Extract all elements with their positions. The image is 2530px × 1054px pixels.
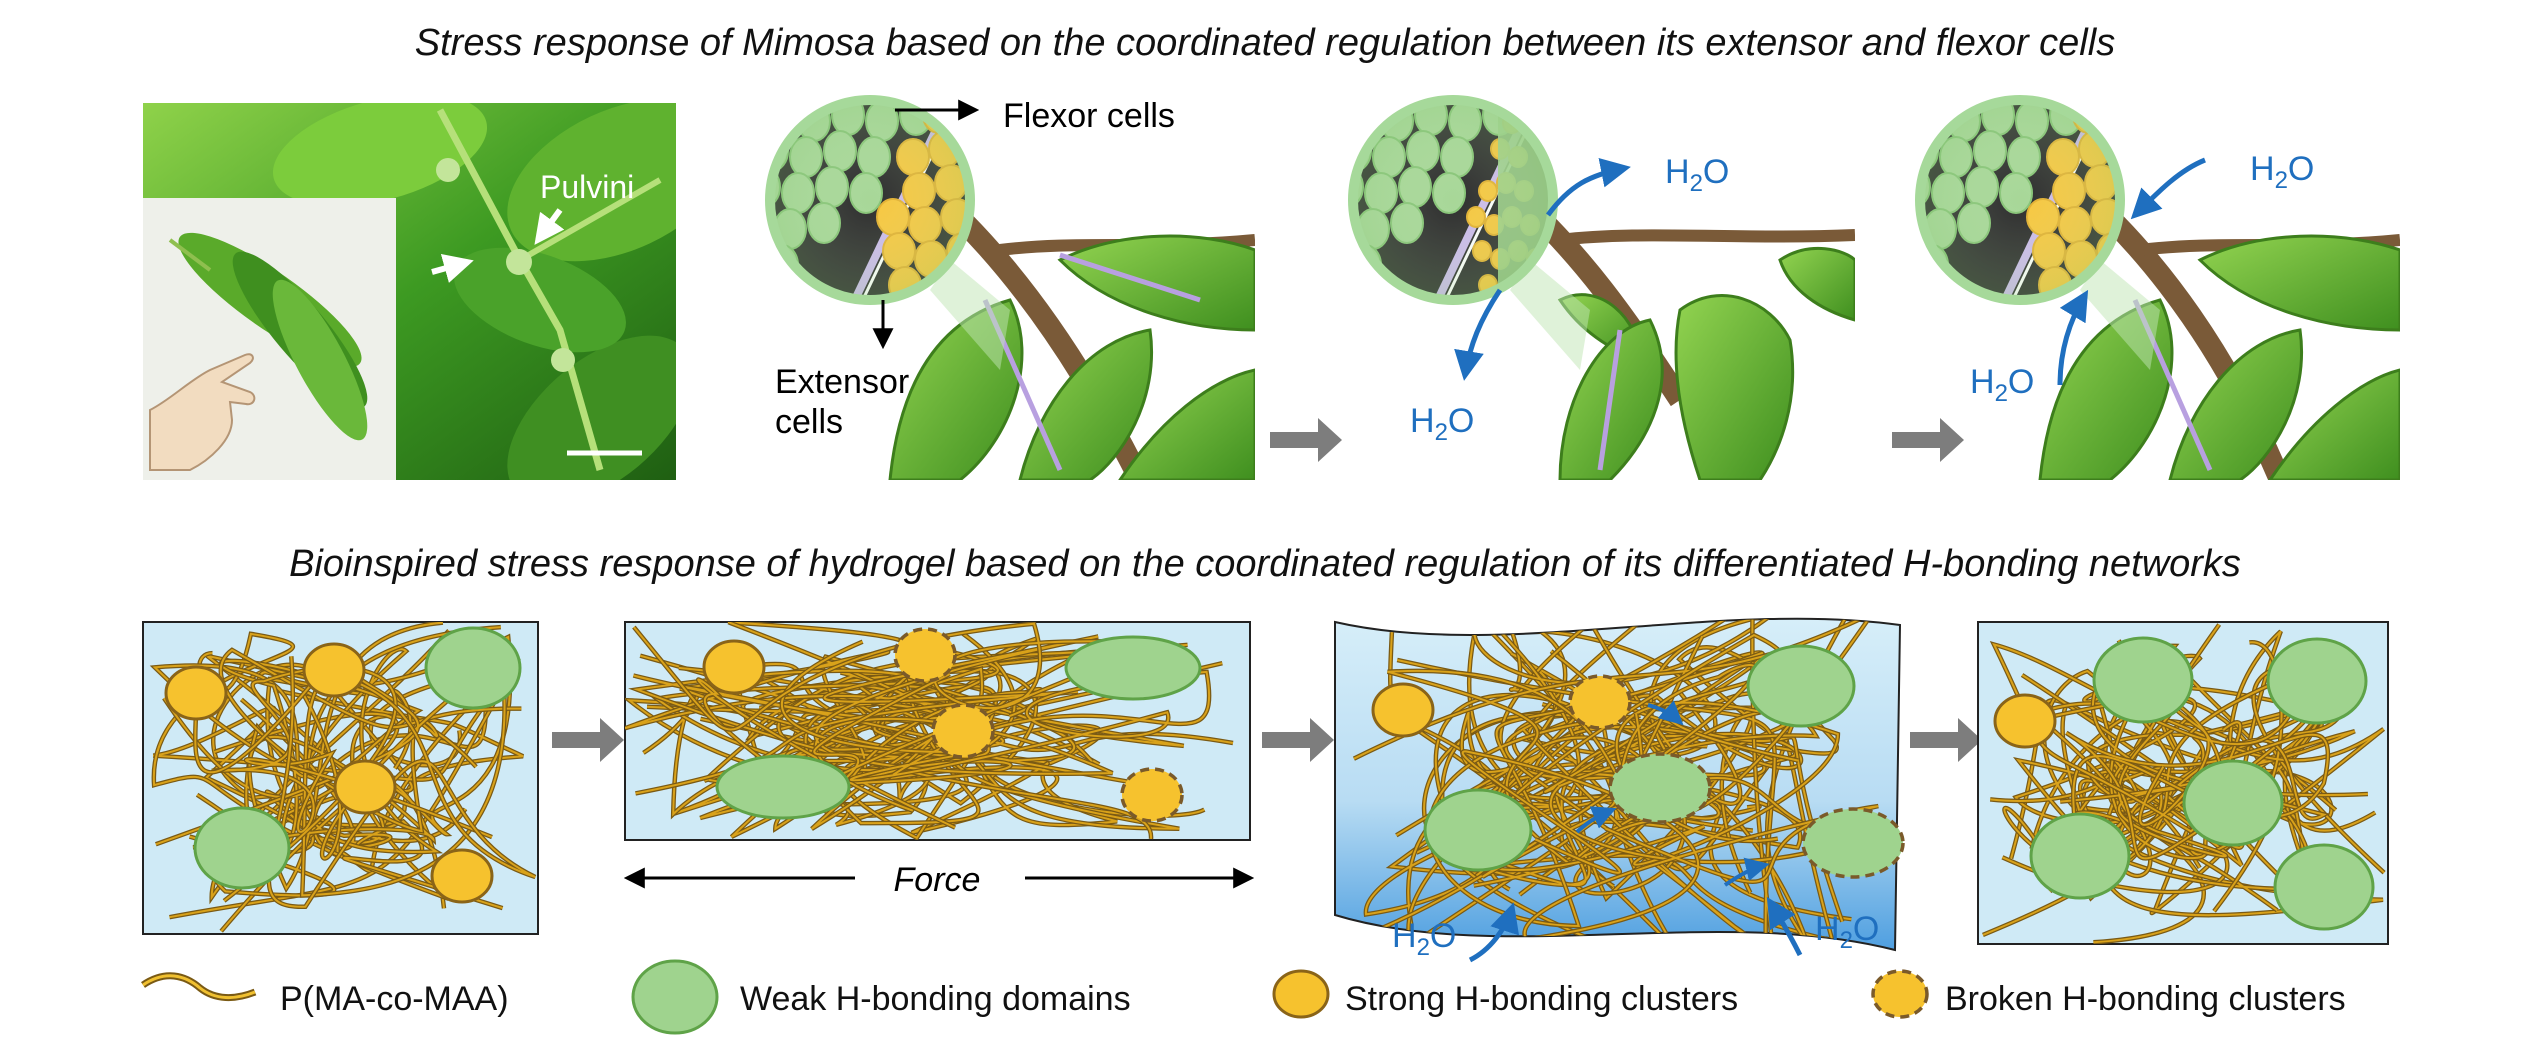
legend-chain-label: P(MA-co-MAA) <box>280 980 509 1018</box>
step-arrow-bottom-2-icon <box>1262 718 1334 762</box>
water-out-arrow-bottom-icon <box>1454 288 1503 381</box>
force-indicator: Force <box>623 861 1255 899</box>
strong-hbond-cluster <box>702 639 766 695</box>
flexor-cell <box>1882 239 1914 279</box>
mimosa-photo: Pulvini <box>143 103 676 480</box>
water-label-lens2-top: H2O <box>1665 153 1729 197</box>
step-arrow-top-1-icon <box>1270 418 1342 462</box>
water-in-arrow-gel-right-icon <box>1766 896 1803 957</box>
force-label: Force <box>894 861 981 899</box>
magnified-cells-lens-2 <box>1315 95 1558 305</box>
weak-hbond-domain <box>2266 637 2368 725</box>
legend-item-weak: Weak H-bonding domains <box>631 959 1131 1035</box>
strong-hbond-cluster <box>1371 682 1435 738</box>
weak-hbond-domain <box>1746 644 1856 728</box>
magnified-cells-lens-1 <box>732 95 975 305</box>
water-in-arrow-gel-left-icon <box>1468 902 1520 963</box>
flexor-cell <box>1920 100 1947 136</box>
strong-hbond-cluster <box>333 759 397 815</box>
pulvini-arrow-left-icon <box>431 253 474 283</box>
flexor-cell <box>1353 100 1380 136</box>
weak-hbond-domain <box>1064 635 1202 701</box>
broken-hbond-cluster <box>1568 674 1632 730</box>
weak-hbond-domain <box>2092 636 2194 724</box>
broken-hbond-domain <box>1608 752 1712 824</box>
weak-hbond-domain <box>2029 812 2131 900</box>
water-in-arrow-top-icon <box>2130 157 2206 220</box>
weak-hbond-domain <box>2273 843 2375 931</box>
weak-domain-icon <box>631 959 719 1035</box>
strong-hbond-cluster <box>164 665 228 721</box>
flexor-cell <box>770 100 797 136</box>
hydrogel-panel-1 <box>142 621 539 935</box>
magnified-cells-lens-3 <box>1882 95 2125 305</box>
water-label-gel-left: H2O <box>1392 917 1456 961</box>
flexor-cell <box>732 239 764 279</box>
pulvini-arrow-top-icon <box>534 208 565 245</box>
water-label-lens3-top: H2O <box>2250 150 2314 194</box>
flexor-cell <box>1315 239 1347 279</box>
bottom-panel-title: Bioinspired stress response of hydrogel … <box>289 543 2241 585</box>
step-arrow-bottom-1-icon <box>552 718 624 762</box>
broken-hbond-cluster <box>931 703 995 759</box>
legend-broken-label: Broken H-bonding clusters <box>1945 980 2346 1018</box>
pulvini-label: Pulvini <box>540 169 634 205</box>
legend-item-chain: P(MA-co-MAA) <box>141 972 509 1018</box>
weak-hbond-domain <box>424 626 522 710</box>
legend-weak-label: Weak H-bonding domains <box>740 980 1131 1018</box>
extensor-cell <box>2104 104 2120 142</box>
legend: P(MA-co-MAA) Weak H-bonding domains Stro… <box>141 959 2346 1035</box>
water-arrow-gel-2-icon <box>1575 806 1617 834</box>
water-label-gel-right: H2O <box>1815 910 1879 954</box>
strong-hbond-cluster <box>430 848 494 904</box>
water-arrow-gel-1-icon <box>1647 700 1684 726</box>
hydrogel-panel-3-swelling <box>1334 617 1905 952</box>
broken-hbond-cluster <box>1120 767 1184 823</box>
mimosa-illustration-1 <box>888 181 1255 480</box>
step-arrow-bottom-3-icon <box>1910 718 1982 762</box>
mimosa-illustration-2 <box>1502 181 1855 480</box>
weak-hbond-domain <box>715 754 851 820</box>
strong-hbond-cluster <box>302 642 366 698</box>
flexor-cells-label: Flexor cells <box>1003 97 1175 135</box>
hydrogel-panel-4-recovered <box>1977 621 2389 945</box>
water-label-lens2-bottom: H2O <box>1410 402 1474 446</box>
step-arrow-top-2-icon <box>1892 418 1964 462</box>
water-in-arrow-bottom-icon <box>2057 289 2089 386</box>
legend-item-strong: Strong H-bonding clusters <box>1272 969 1738 1019</box>
extensor-cells-label-line1: Extensor <box>775 363 909 401</box>
weak-hbond-domain <box>193 806 291 890</box>
legend-item-broken: Broken H-bonding clusters <box>1871 969 2346 1019</box>
strong-cluster-icon <box>1272 969 1330 1019</box>
weak-hbond-domain <box>2182 759 2284 847</box>
polymer-chain-icon <box>142 974 256 999</box>
weak-hbond-domain <box>1423 788 1533 872</box>
water-arrow-gel-3-icon <box>1723 857 1770 887</box>
legend-strong-label: Strong H-bonding clusters <box>1345 980 1738 1018</box>
hydrogel-panel-2-stretched <box>624 621 1251 841</box>
broken-hbond-domain <box>1801 807 1905 879</box>
extensor-cells-label-line2: cells <box>775 403 843 441</box>
broken-cluster-icon <box>1871 969 1929 1019</box>
water-label-lens3-bottom: H2O <box>1970 363 2034 407</box>
finger-hand-icon <box>149 353 256 471</box>
strong-hbond-cluster <box>1993 693 2057 749</box>
broken-hbond-cluster <box>893 627 957 683</box>
water-out-arrow-top-icon <box>1545 158 1631 217</box>
top-panel-title: Stress response of Mimosa based on the c… <box>414 22 2116 64</box>
